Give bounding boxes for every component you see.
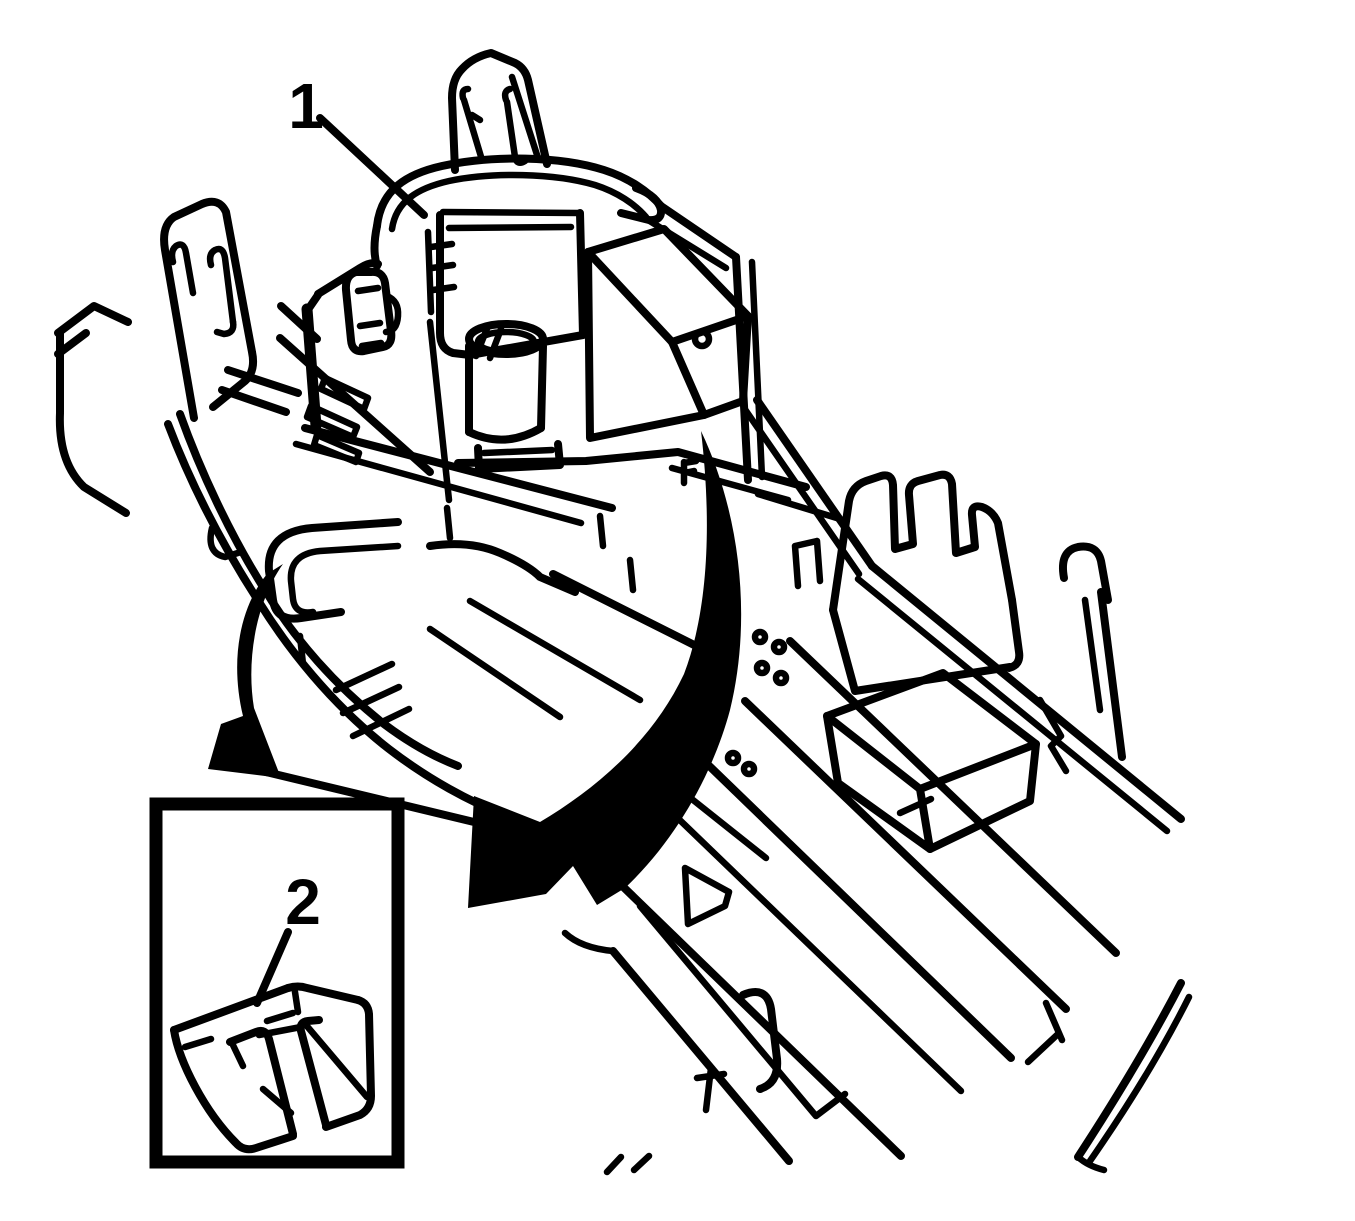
rotation-arrow-small	[208, 564, 283, 778]
callout-2-label: 2	[285, 866, 321, 938]
left-bracket-plate	[54, 302, 302, 517]
callout-2: 2	[253, 866, 321, 1007]
inset-frame	[149, 797, 405, 1169]
rotation-arrow-large	[468, 431, 742, 908]
callout-2-leader-line	[253, 928, 292, 1007]
right-bracket-assembly	[561, 396, 1193, 1176]
main-component-assembly	[276, 154, 810, 527]
callout-1-leader-line	[316, 114, 428, 219]
retainer-clip-drawing	[170, 982, 375, 1154]
callout-1: 1	[288, 70, 428, 219]
inset-detail-box: 2	[149, 797, 405, 1169]
callout-1-label: 1	[288, 70, 324, 142]
lower-bracket-housing	[207, 504, 732, 826]
